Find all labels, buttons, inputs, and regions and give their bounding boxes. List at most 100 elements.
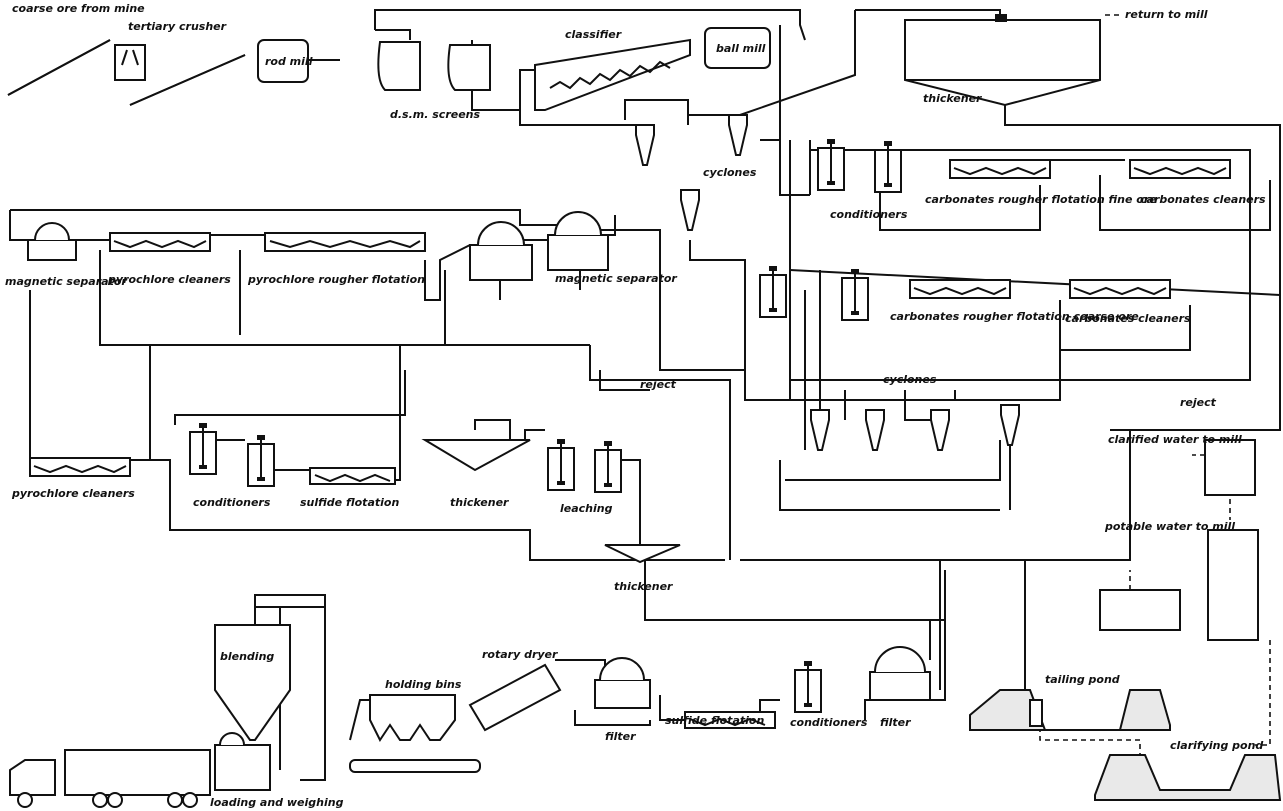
- label-rotary-dryer: rotary dryer: [482, 648, 558, 661]
- svg-text:thickener: thickener: [450, 496, 509, 509]
- label-pyrochlore-cleaners-bottom: pyrochlore cleaners: [11, 487, 135, 500]
- label-potable-water: potable water to mill: [1104, 520, 1235, 533]
- conditioners-top-icon: [817, 138, 902, 193]
- label-clarifying-pond: clarifying pond: [1170, 739, 1263, 752]
- label-dsm-screens: d.s.m. screens: [390, 108, 480, 121]
- label-reject-right: reject: [1180, 396, 1217, 409]
- blending-silo-icon: [214, 594, 326, 741]
- label-leaching: leaching: [560, 502, 613, 515]
- svg-text:cyclones: cyclones: [703, 166, 757, 179]
- label-rod-mill: rod mill: [265, 55, 313, 68]
- cyclones-mid: [810, 404, 1020, 451]
- carb-rougher-fine-icon: [949, 159, 1051, 179]
- svg-text:carbonates cleaners: carbonates cleaners: [1140, 193, 1266, 206]
- carb-cleaners-mid-icon: [1069, 279, 1171, 299]
- magnetic-separator-left-icon: [27, 222, 77, 261]
- label-reject-left: reject: [640, 378, 677, 391]
- svg-text:filter: filter: [880, 716, 911, 729]
- svg-text:magnetic separator: magnetic separator: [5, 275, 127, 288]
- label-conditioners-bottom: conditioners: [790, 716, 868, 729]
- label-conditioners-mid: conditioners: [193, 496, 271, 509]
- svg-text:holding bins: holding bins: [385, 678, 462, 691]
- label-holding-bins: holding bins: [385, 678, 462, 691]
- water-lines: [1039, 14, 1271, 760]
- loading-station-icon: [214, 732, 271, 791]
- label-thickener-small: thickener: [614, 580, 673, 593]
- svg-text:blending: blending: [220, 650, 274, 663]
- svg-text:loading and weighing: loading and weighing: [210, 796, 344, 809]
- label-loading-weighing: loading and weighing: [210, 796, 344, 809]
- label-conditioners-top: conditioners: [830, 208, 908, 221]
- leaching-tanks-icon: [547, 438, 622, 493]
- svg-text:sulfide flotation: sulfide flotation: [665, 714, 764, 727]
- carb-cleaners-top-icon: [1129, 159, 1231, 179]
- label-tailing-pond: tailing pond: [1045, 673, 1120, 686]
- pyrochlore-rougher-icon: [264, 232, 426, 252]
- label-thickener-mid: thickener: [450, 496, 509, 509]
- label-magnetic-separator-right: magnetic separator: [555, 272, 677, 285]
- label-ball-mill: ball mill: [716, 42, 766, 55]
- label-carb-rougher-coarse: carbonates rougher flotation coarse ore: [890, 310, 1139, 323]
- flow-lines: [9, 9, 1281, 781]
- coarse-ore-conveyor: [7, 39, 111, 96]
- svg-text:pyrochlore cleaners: pyrochlore cleaners: [107, 273, 231, 286]
- svg-text:carbonates rougher flotation f: carbonates rougher flotation fine ore: [925, 193, 1157, 206]
- clarified-water-tank-icon: [1204, 439, 1256, 496]
- svg-text:potable water to mill: potable water to mill: [1104, 520, 1235, 533]
- potable-water-tank-icon: [1099, 589, 1181, 631]
- label-blending: blending: [220, 650, 274, 663]
- svg-text:cyclones: cyclones: [883, 373, 937, 386]
- thickener-main-icon: [904, 14, 1101, 107]
- svg-text:conditioners: conditioners: [193, 496, 271, 509]
- truck-icon: [9, 749, 211, 808]
- label-carb-rougher-fine: carbonates rougher flotation fine ore: [925, 193, 1157, 206]
- svg-text:clarifying pond: clarifying pond: [1170, 739, 1263, 752]
- filter-left-icon: [594, 657, 651, 709]
- label-thickener-main: thickener: [923, 92, 982, 105]
- label-sulfide-flotation-bottom: sulfide flotation: [665, 714, 764, 727]
- svg-text:tailing pond: tailing pond: [1045, 673, 1120, 686]
- svg-text:reject: reject: [640, 378, 677, 391]
- svg-text:carbonates cleaners: carbonates cleaners: [1065, 312, 1191, 325]
- svg-text:rod mill: rod mill: [265, 55, 313, 68]
- filter-right-icon: [869, 646, 931, 701]
- label-classifier: classifier: [565, 28, 622, 41]
- svg-text:d.s.m. screens: d.s.m. screens: [390, 108, 480, 121]
- label-coarse-ore: coarse ore from mine: [12, 2, 145, 15]
- clarifying-pond-icon: [1094, 754, 1282, 801]
- pyrochlore-cleaners-top-icon: [109, 232, 211, 252]
- label-magnetic-separator-left: magnetic separator: [5, 275, 127, 288]
- svg-text:rotary dryer: rotary dryer: [482, 648, 558, 661]
- rotary-dryer-icon: [468, 663, 562, 732]
- svg-text:clarified water to mill: clarified water to mill: [1108, 433, 1242, 446]
- label-clarified-water: clarified water to mill: [1108, 433, 1242, 446]
- label-return-to-mill: return to mill: [1125, 8, 1208, 21]
- label-carb-cleaners-mid: carbonates cleaners: [1065, 312, 1191, 325]
- thickener-small-icon: [604, 544, 681, 564]
- svg-text:thickener: thickener: [614, 580, 673, 593]
- classifier-icon: [534, 38, 691, 111]
- svg-text:leaching: leaching: [560, 502, 613, 515]
- rod-mill-icon: [257, 39, 340, 83]
- svg-text:conditioners: conditioners: [830, 208, 908, 221]
- svg-text:magnetic separator: magnetic separator: [555, 272, 677, 285]
- svg-text:reject: reject: [1180, 396, 1217, 409]
- svg-text:classifier: classifier: [565, 28, 622, 41]
- conditioners-bottom-icon: [794, 660, 822, 713]
- conditioners-mid-icon: [189, 422, 275, 487]
- svg-text:ball mill: ball mill: [716, 42, 766, 55]
- dsm-screens-icon: [377, 41, 491, 91]
- svg-text:pyrochlore rougher flotation: pyrochlore rougher flotation: [247, 273, 425, 286]
- label-cyclones-top: cyclones: [703, 166, 757, 179]
- sulfide-flotation-bottom-icon: [684, 711, 776, 729]
- water-column-icon: [1207, 529, 1259, 641]
- tertiary-crusher-icon: [114, 44, 146, 81]
- ball-mill-icon: [704, 27, 771, 69]
- pyrochlore-cleaners-bottom-icon: [29, 457, 131, 477]
- conveyor-2: [129, 54, 246, 106]
- label-cyclones-mid: cyclones: [883, 373, 937, 386]
- svg-text:return to mill: return to mill: [1125, 8, 1208, 21]
- label-sulfide-flotation-mid: sulfide flotation: [300, 496, 399, 509]
- svg-text:tertiary crusher: tertiary crusher: [128, 20, 227, 33]
- label-pyrochlore-cleaners-top: pyrochlore cleaners: [107, 273, 231, 286]
